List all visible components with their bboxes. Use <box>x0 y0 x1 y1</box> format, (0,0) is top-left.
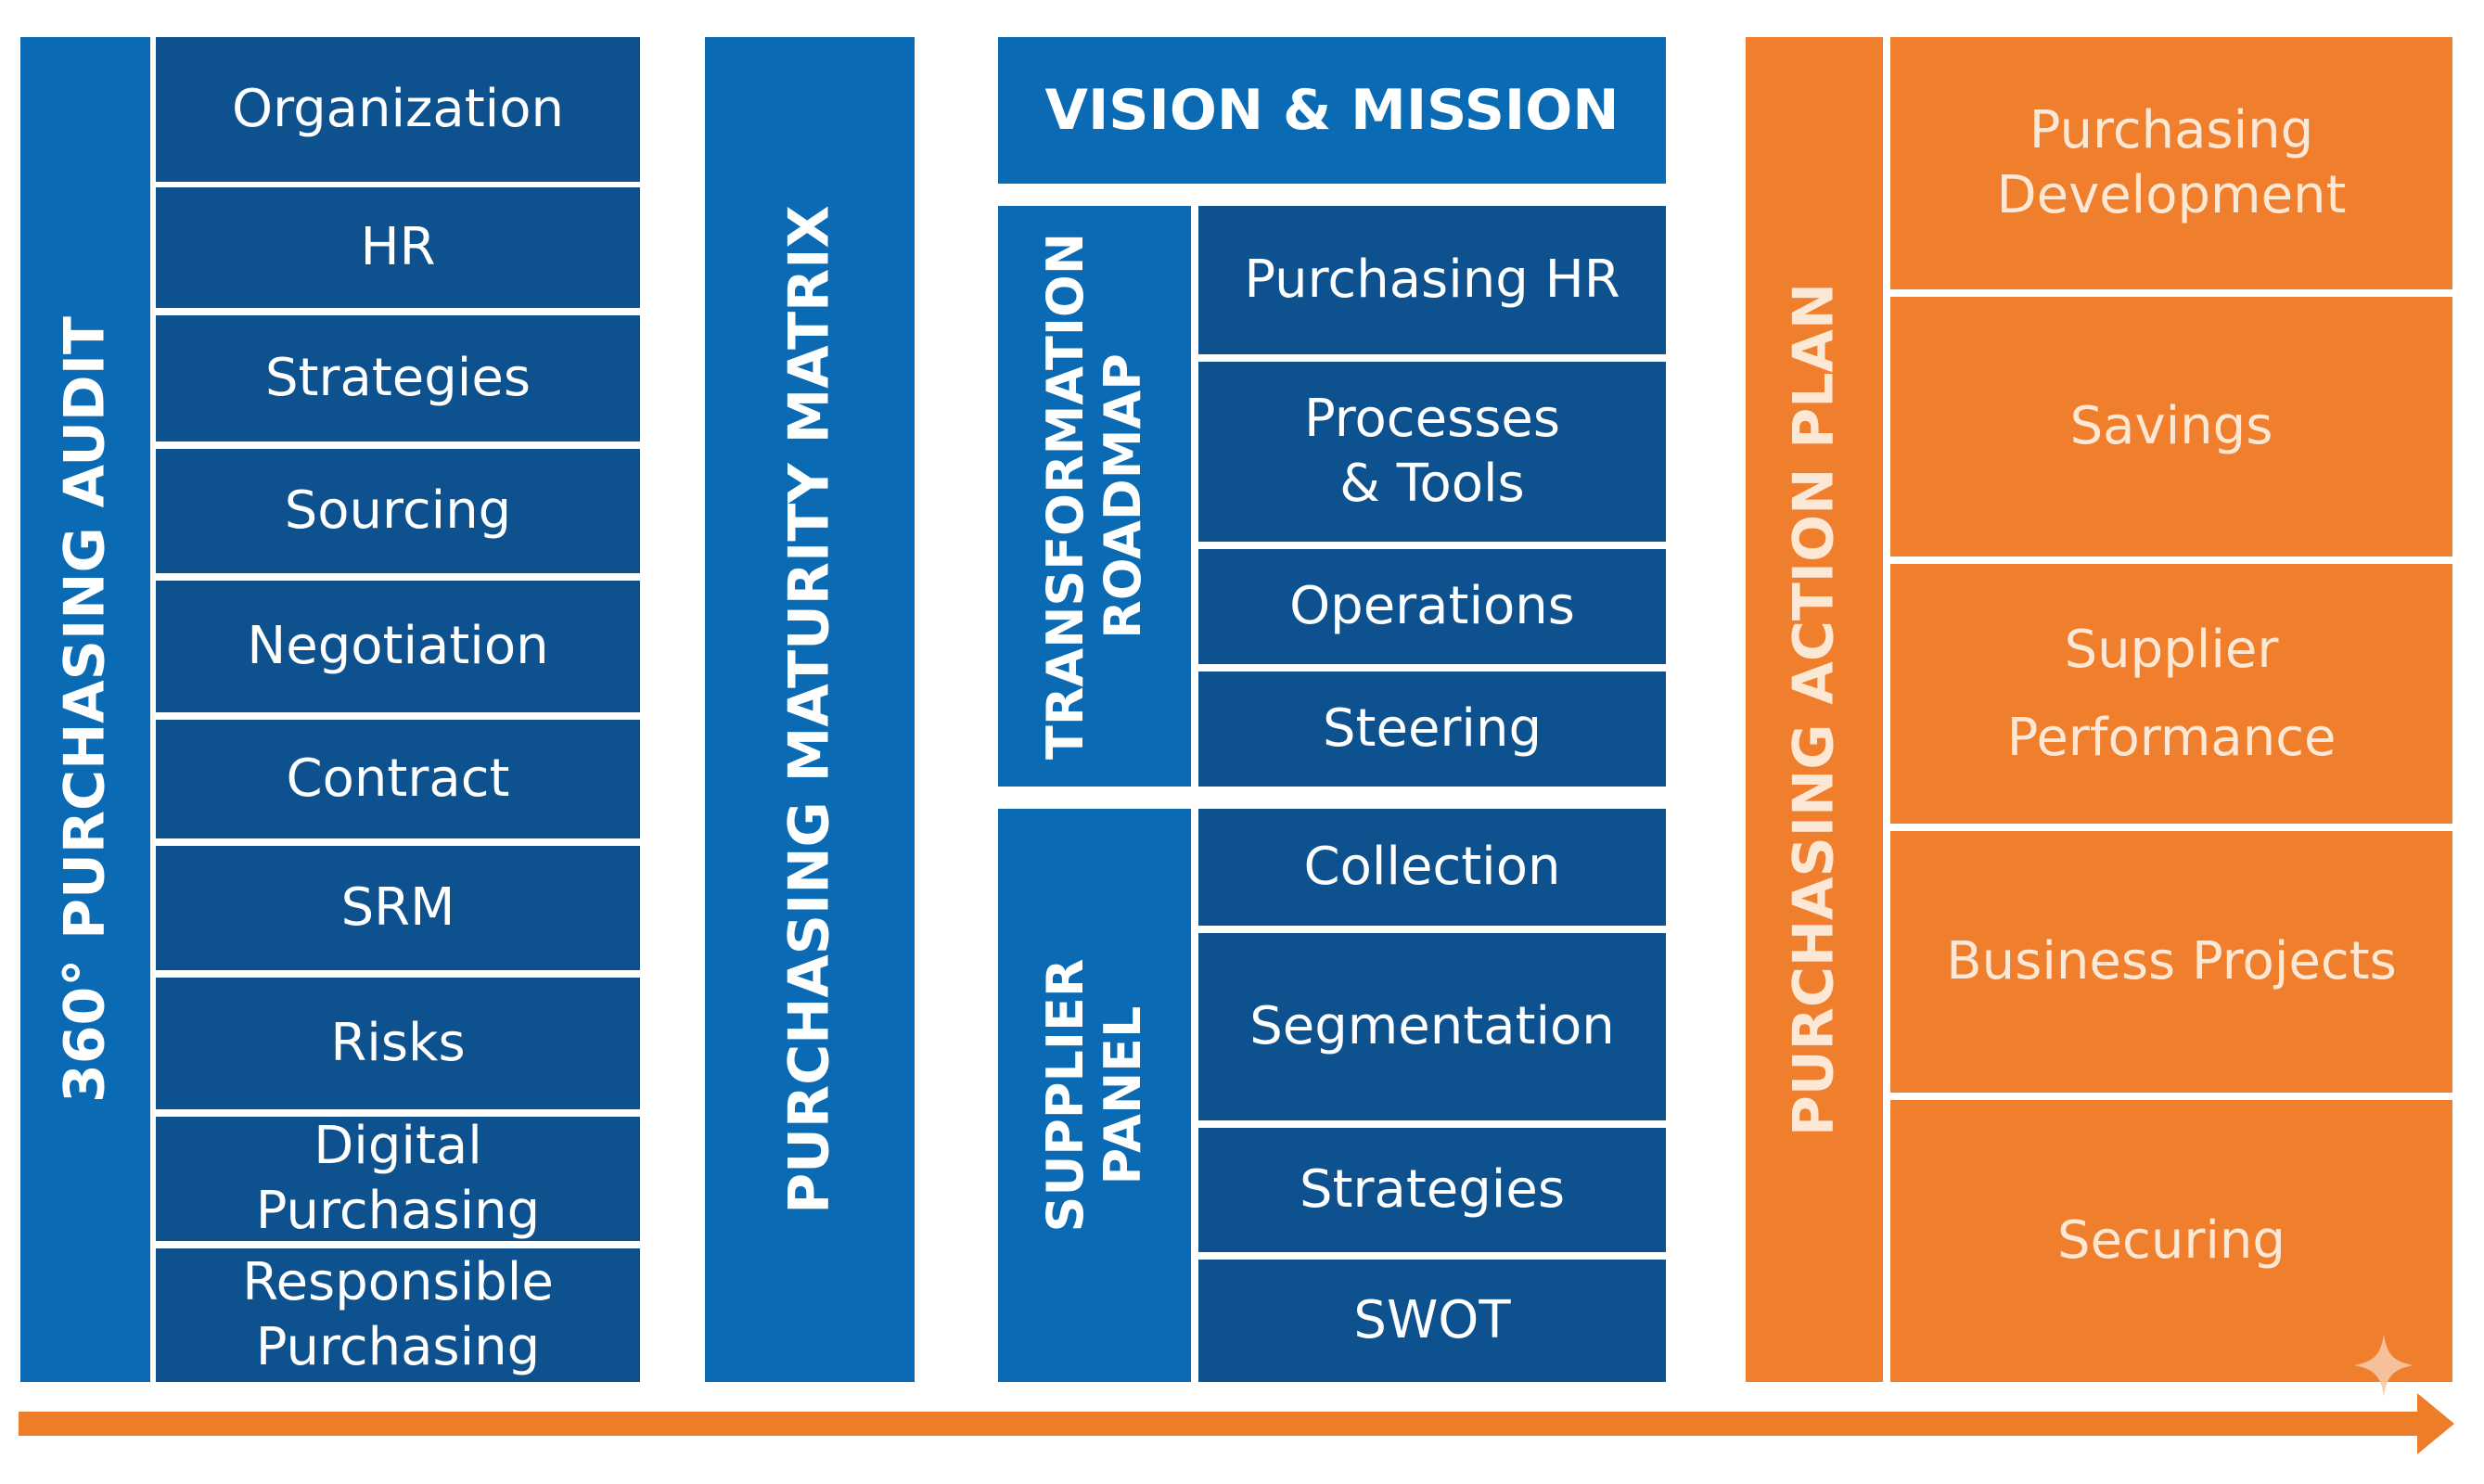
action-item-label: Supplier Performance <box>2006 619 2337 768</box>
action-plan-label-bar: PURCHASING ACTION PLAN <box>1746 37 1883 1382</box>
roadmap-item-steering: Steering <box>1198 672 1666 787</box>
timeline-arrow-shaft <box>19 1412 2430 1436</box>
audit-item-label: Organization <box>231 79 564 139</box>
panel-item-strategies: Strategies <box>1198 1128 1666 1252</box>
action-item-savings: Savings <box>1890 297 2452 556</box>
roadmap-item-label: Steering <box>1322 698 1543 759</box>
roadmap-item-label: Processes & Tools <box>1303 389 1561 514</box>
audit-item-risks: Risks <box>156 978 640 1109</box>
roadmap-item-label: Operations <box>1289 576 1575 636</box>
arrow-head-icon <box>2417 1393 2454 1454</box>
panel-item-segmentation: Segmentation <box>1198 933 1666 1120</box>
roadmap-item-processes-tools: Processes & Tools <box>1198 362 1666 542</box>
roadmap-label: TRANSFORMATION ROADMAP <box>1035 232 1152 761</box>
audit-item-responsible-purchasing: Responsible Purchasing <box>156 1248 640 1382</box>
audit-item-hr: HR <box>156 187 640 308</box>
action-plan-label: PURCHASING ACTION PLAN <box>1781 282 1847 1137</box>
panel-item-label: Segmentation <box>1249 996 1615 1056</box>
panel-item-label: SWOT <box>1353 1290 1511 1350</box>
action-item-label: Business Projects <box>1946 931 2397 991</box>
action-item-label: Securing <box>2057 1210 2286 1271</box>
audit-item-negotiation: Negotiation <box>156 581 640 712</box>
matrix-bar: PURCHASING MATURITY MATRIX <box>705 37 915 1382</box>
audit-label-bar: 360° PURCHASING AUDIT <box>20 37 150 1382</box>
audit-item-label: Sourcing <box>284 480 512 541</box>
audit-item-label: Strategies <box>265 348 531 408</box>
panel-item-label: Strategies <box>1300 1159 1565 1220</box>
action-item-label: Savings <box>2069 396 2273 456</box>
vision-mission-header: VISION & MISSION <box>998 37 1666 184</box>
audit-item-label: Contract <box>286 748 510 809</box>
action-item-supplier-performance: Supplier Performance <box>1890 564 2452 824</box>
audit-item-label: HR <box>360 217 436 277</box>
audit-item-label: Responsible Purchasing <box>242 1252 554 1377</box>
audit-item-label: Negotiation <box>247 616 549 676</box>
action-item-securing: Securing <box>1890 1100 2452 1382</box>
panel-item-collection: Collection <box>1198 809 1666 926</box>
sparkle-icon <box>2354 1334 2414 1397</box>
action-item-purchasing-development: Purchasing Development <box>1890 37 2452 289</box>
audit-item-contract: Contract <box>156 720 640 838</box>
audit-item-label: SRM <box>340 877 455 938</box>
roadmap-label-bar: TRANSFORMATION ROADMAP <box>998 206 1191 787</box>
audit-item-label: Digital Purchasing <box>255 1116 541 1241</box>
panel-item-swot: SWOT <box>1198 1260 1666 1382</box>
roadmap-item-purchasing-hr: Purchasing HR <box>1198 206 1666 354</box>
audit-item-sourcing: Sourcing <box>156 449 640 573</box>
audit-item-strategies: Strategies <box>156 315 640 441</box>
audit-item-label: Risks <box>330 1013 466 1073</box>
panel-label: SUPPLIER PANEL <box>1035 958 1152 1233</box>
audit-label: 360° PURCHASING AUDIT <box>52 316 118 1103</box>
action-item-business-projects: Business Projects <box>1890 831 2452 1093</box>
action-item-label: Purchasing Development <box>1996 100 2347 225</box>
audit-item-srm: SRM <box>156 846 640 970</box>
matrix-label: PURCHASING MATURITY MATRIX <box>776 205 842 1214</box>
roadmap-item-operations: Operations <box>1198 549 1666 664</box>
vision-mission-label: VISION & MISSION <box>1044 78 1620 143</box>
audit-item-digital-purchasing: Digital Purchasing <box>156 1116 640 1241</box>
panel-label-bar: SUPPLIER PANEL <box>998 809 1191 1382</box>
roadmap-item-label: Purchasing HR <box>1244 249 1620 310</box>
panel-item-label: Collection <box>1303 837 1561 897</box>
audit-item-organization: Organization <box>156 37 640 182</box>
